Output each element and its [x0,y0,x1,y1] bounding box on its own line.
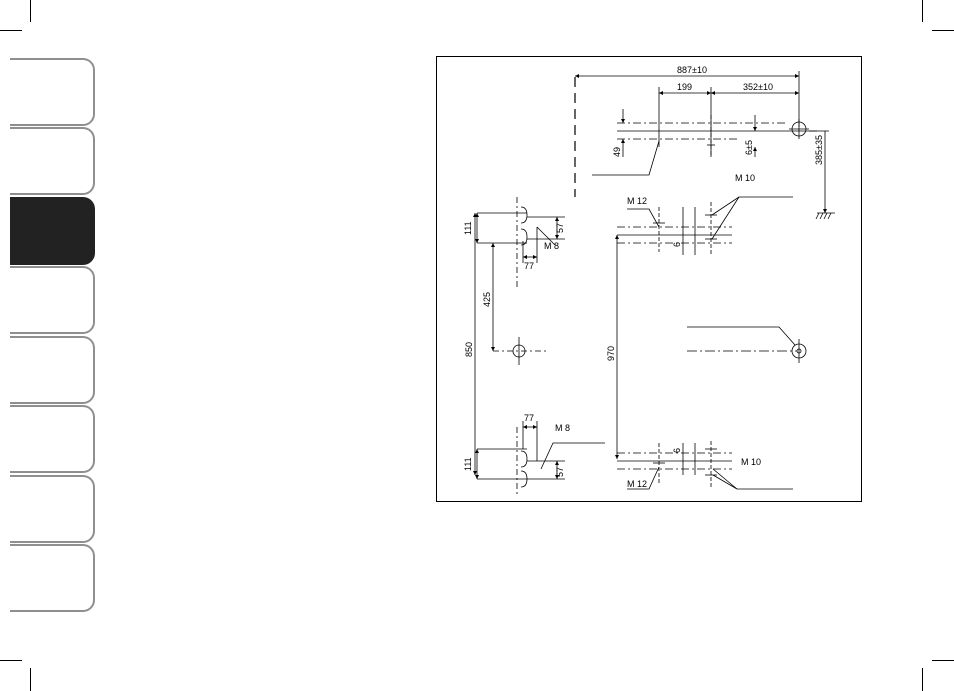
crop-mark [0,30,22,31]
crop-mark [30,668,31,691]
dim-77-top: 77 [524,261,534,271]
diagram-svg: 887±10 199 352±10 49 6±5 385±35 M 10 M 1… [437,57,863,503]
dim-6-top: 6 [672,242,682,247]
section-tab-3-active[interactable] [10,197,95,265]
dim-57-top: 57 [555,223,565,233]
crop-mark [932,30,954,31]
dim-6-bottom: 6 [672,448,682,453]
label-m8-bottom: M 8 [555,423,570,433]
section-tab-2[interactable] [10,127,95,195]
crop-mark [922,668,923,691]
crop-mark [932,660,954,661]
dim-57-bottom: 57 [555,467,565,477]
dim-6-5: 6±5 [744,140,754,155]
section-tab-6[interactable] [10,405,95,473]
section-tab-1[interactable] [10,58,95,126]
section-tab-7[interactable] [10,475,95,543]
dim-970: 970 [606,346,616,361]
label-m12-bottom: M 12 [627,479,647,489]
dim-352: 352±10 [743,82,773,92]
dim-77-bottom: 77 [524,413,534,423]
dim-850: 850 [464,342,474,357]
dim-111-bottom: 111 [463,457,473,471]
dim-887: 887±10 [677,65,707,75]
tow-hook-mounting-diagram: 887±10 199 352±10 49 6±5 385±35 M 10 M 1… [436,56,862,502]
dim-385: 385±35 [814,135,824,165]
dim-49: 49 [612,147,622,157]
label-m10-bottom: M 10 [741,457,761,467]
dim-425: 425 [482,292,492,307]
label-m10-top: M 10 [735,173,755,183]
section-tab-4[interactable] [10,266,95,334]
crop-mark [922,0,923,22]
section-tab-5[interactable] [10,336,95,404]
crop-mark [0,660,22,661]
dim-111-top: 111 [463,221,473,235]
label-m12-top: M 12 [627,196,647,206]
section-tab-8[interactable] [10,544,95,612]
label-m8-top: M 8 [544,241,559,251]
crop-mark [30,0,31,22]
dim-199: 199 [677,82,692,92]
